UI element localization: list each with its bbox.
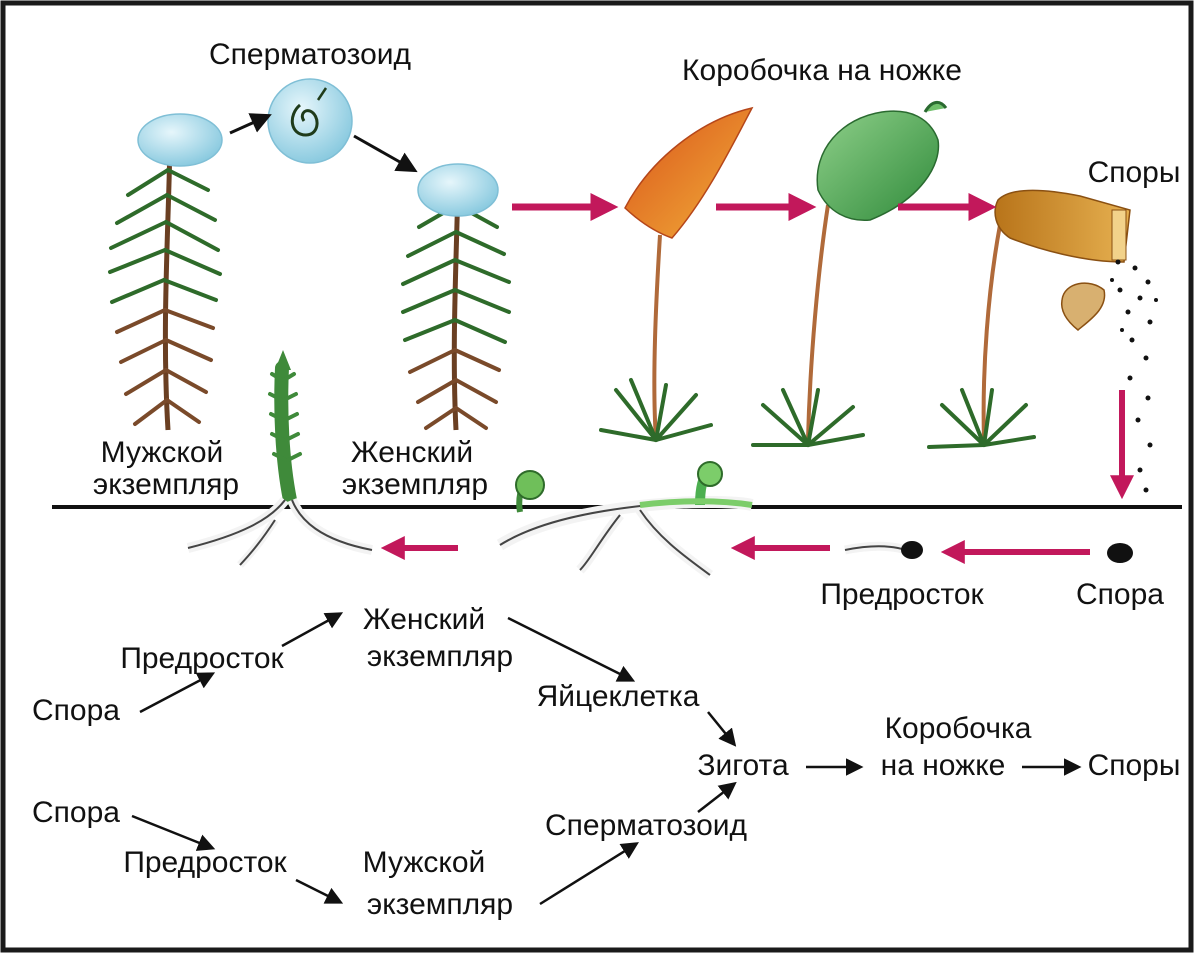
scheme-arrow-egg-zygote (708, 712, 734, 744)
scheme-female-1: Женский (363, 603, 485, 636)
label-capsule-top: Коробочка на ножке (682, 54, 962, 87)
label-protonema-top: Предросток (820, 578, 984, 611)
scheme-spore-bottom: Спора (32, 796, 120, 829)
scheme-female-2: экземпляр (367, 640, 513, 673)
scheme-protonema-bottom: Предросток (123, 846, 287, 879)
scheme-sperm: Сперматозоид (545, 809, 747, 842)
falling-spores-icon (1110, 260, 1158, 493)
label-spore-top: Спора (1076, 578, 1164, 611)
scheme-arrow-protonema-male (296, 880, 340, 902)
protonema-left-icon (188, 500, 372, 565)
male-moss-plant-icon (110, 114, 222, 430)
scheme-arrow-spore-protonema-top (140, 674, 212, 712)
scheme-spores: Споры (1088, 749, 1181, 782)
sperm-droplet-icon (268, 79, 352, 163)
scheme-arrow-female-egg (508, 618, 632, 680)
scheme-male-1: Мужской (363, 846, 486, 879)
capsule-lid-icon (1062, 283, 1105, 330)
scheme-spore-top: Спора (32, 694, 120, 727)
arrow-sperm-to-female (354, 136, 414, 170)
scheme-egg: Яйцеклетка (537, 680, 700, 713)
label-male-2: экземпляр (93, 468, 239, 501)
young-shoot-icon (270, 350, 300, 500)
scheme-capsule-1: Коробочка (885, 712, 1032, 745)
scheme-male-2: экземпляр (367, 888, 513, 921)
water-droplet-female (418, 164, 498, 216)
label-female-1: Женский (351, 436, 473, 469)
scheme-arrow-male-sperm (540, 844, 636, 904)
water-droplet-male (138, 114, 222, 166)
label-male-1: Мужской (101, 436, 224, 469)
scheme-capsule-2: на ножке (881, 749, 1006, 782)
scheme-zygote: Зигота (697, 749, 789, 782)
female-moss-plant-icon (403, 164, 509, 430)
scheme-arrow-spore-protonema-bottom (132, 816, 212, 848)
protonema-right-icon (845, 541, 923, 559)
scheme-protonema-top: Предросток (120, 642, 284, 675)
label-female-2: экземпляр (342, 468, 488, 501)
scheme-arrow-protonema-female (282, 614, 340, 646)
capsule-brown-icon (929, 190, 1130, 447)
scheme-arrow-sperm-zygote (698, 784, 734, 812)
arrow-male-to-sperm (230, 116, 268, 133)
label-sperm-top: Сперматозоид (209, 38, 411, 71)
capsule-orange-icon (601, 108, 752, 440)
protonema-middle-icon (500, 462, 752, 575)
spore-icon (1107, 543, 1133, 563)
label-spores-top: Споры (1088, 156, 1181, 189)
capsule-green-icon (753, 102, 946, 445)
